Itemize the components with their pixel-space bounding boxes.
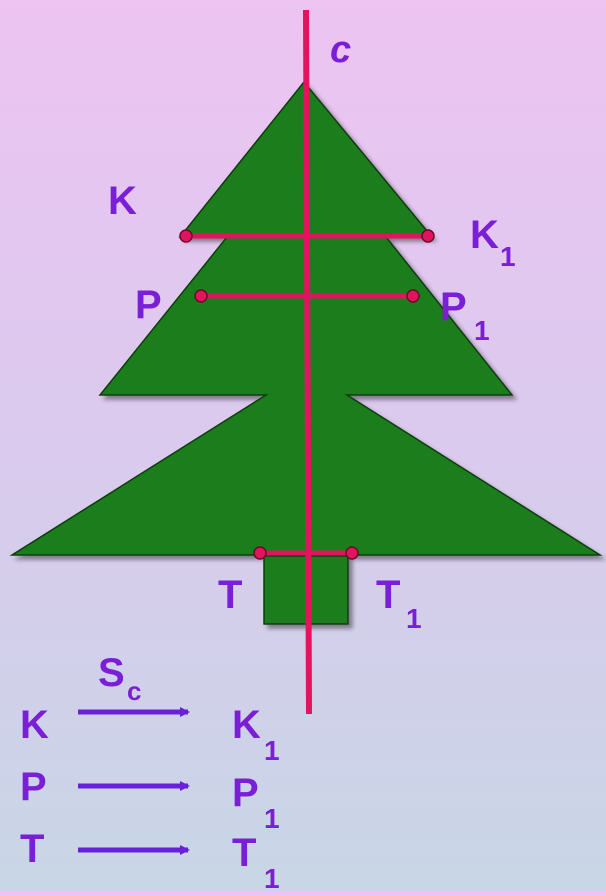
point-k1 <box>422 230 434 242</box>
label-p: P <box>135 283 162 327</box>
label-p1: P <box>440 285 467 329</box>
mapping-row-to-sub: 1 <box>264 863 280 891</box>
label-p1-sub: 1 <box>474 315 490 346</box>
mapping-operator: S <box>98 651 125 695</box>
label-t: T <box>218 573 242 617</box>
mapping-row-from: T <box>20 827 44 871</box>
mapping-row-to-sub: 1 <box>264 735 280 766</box>
label-t1: T <box>376 573 400 617</box>
mapping-row-to: K <box>232 703 261 747</box>
label-k: K <box>108 179 137 223</box>
point-k <box>180 230 192 242</box>
mapping-row-from: K <box>20 703 49 747</box>
symmetry-mapping: S c K K 1 P P 1 T T 1 <box>20 651 280 891</box>
label-t1-sub: 1 <box>406 603 422 634</box>
mapping-row-to: P <box>232 771 259 815</box>
symmetry-axis <box>306 10 309 714</box>
mapping-row-from: P <box>20 765 47 809</box>
point-p <box>195 290 207 302</box>
mapping-row-to-sub: 1 <box>264 803 280 834</box>
point-p1 <box>407 290 419 302</box>
point-t <box>254 547 266 559</box>
point-t1 <box>346 547 358 559</box>
axis-label: c <box>330 29 351 71</box>
label-k1-sub: 1 <box>500 241 516 272</box>
label-k1: K <box>470 213 499 257</box>
mapping-operator-sub: c <box>127 676 141 706</box>
mapping-row-to: T <box>232 831 256 875</box>
